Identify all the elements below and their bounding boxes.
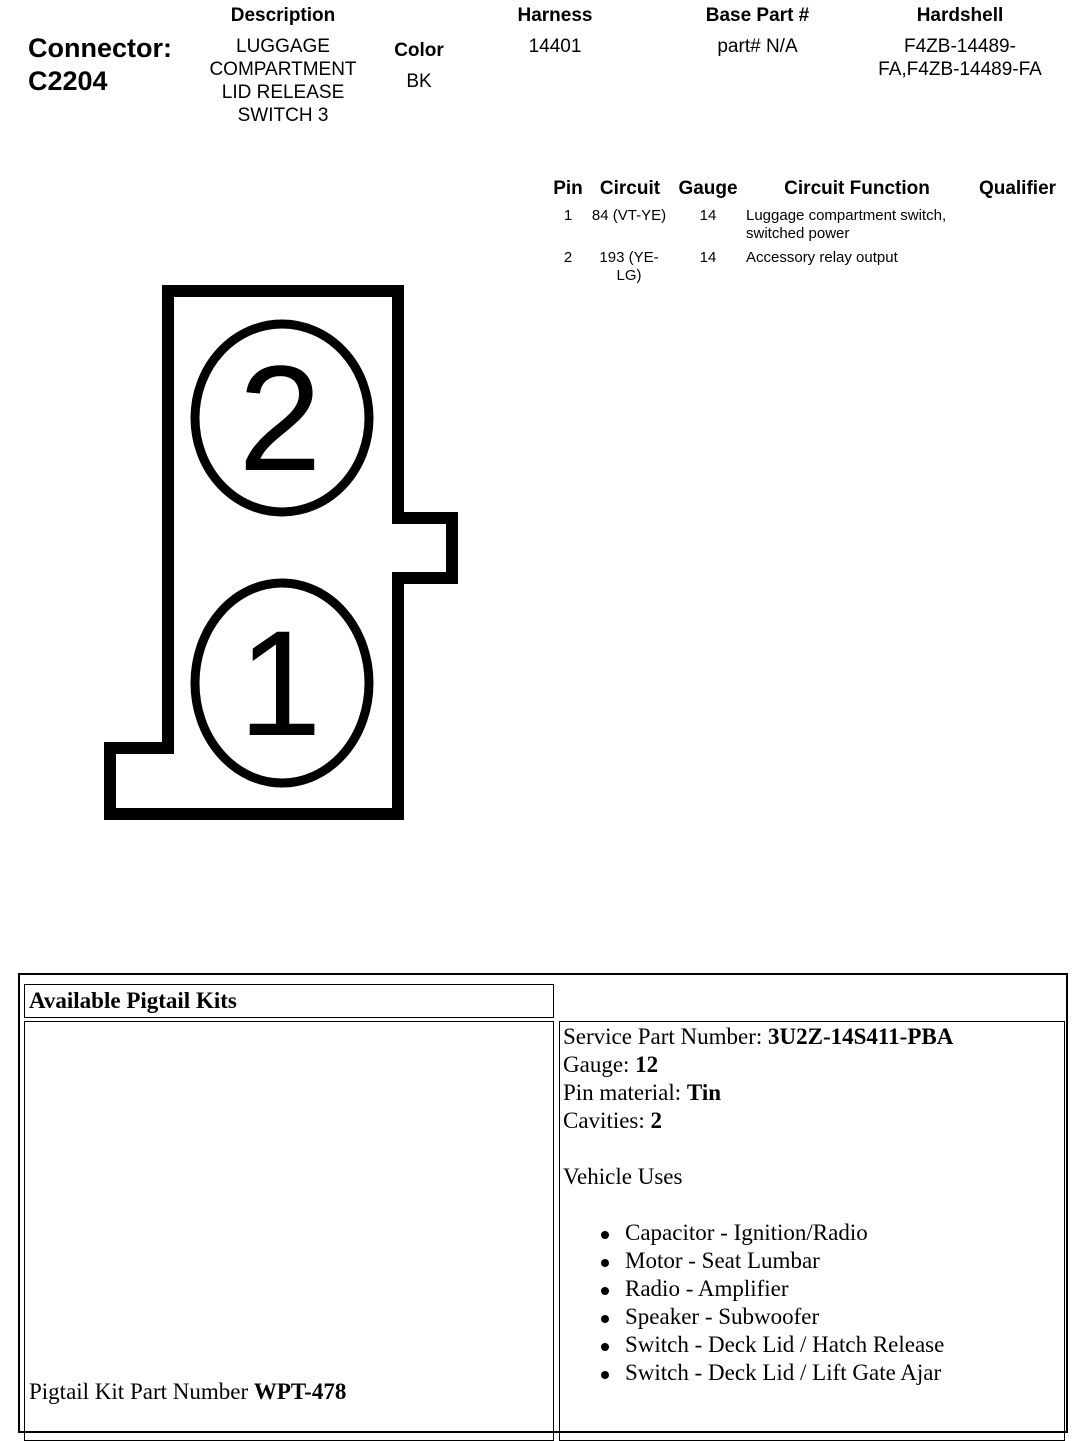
pin-function: Luggage compartment switch, switched pow… xyxy=(746,207,968,243)
gauge-col-header: Gauge xyxy=(678,178,738,199)
description-header: Description xyxy=(230,5,336,26)
pin-gauge: 14 xyxy=(699,249,717,266)
pin-gauge: 14 xyxy=(699,207,717,224)
bullet-icon xyxy=(601,1287,609,1295)
service-part-label: Service Part Number: xyxy=(563,1024,769,1049)
cavities-value: 2 xyxy=(650,1108,663,1133)
vehicle-use-item: Motor - Seat Lumbar xyxy=(563,1247,953,1275)
harness-value: 14401 xyxy=(528,36,582,57)
vehicle-use-item: Switch - Deck Lid / Hatch Release xyxy=(563,1331,953,1359)
vehicle-use-item: Radio - Amplifier xyxy=(563,1275,953,1303)
pigtail-details: Service Part Number: 3U2Z-14S411-PBA Gau… xyxy=(563,1023,953,1387)
pin-function-line: Accessory relay output xyxy=(746,249,898,266)
pin-number: 1 xyxy=(563,207,573,224)
pin-circuit: 84 (VT-YE) xyxy=(586,207,672,225)
service-part-value: 3U2Z-14S411-PBA xyxy=(768,1024,954,1049)
description-value: LUGGAGE COMPARTMENT LID RELEASE SWITCH 3 xyxy=(183,35,383,127)
pin-function: Accessory relay output xyxy=(746,249,968,267)
bullet-icon xyxy=(601,1371,609,1379)
service-part-number: Service Part Number: 3U2Z-14S411-PBA xyxy=(563,1023,953,1051)
pigtail-kit-part-number: Pigtail Kit Part Number WPT-478 xyxy=(29,1378,346,1406)
connector-outline xyxy=(104,285,458,820)
color-value: BK xyxy=(406,71,432,92)
qualifier-col-header: Qualifier xyxy=(978,178,1057,199)
gauge-value: 12 xyxy=(635,1052,659,1077)
pigtail-kit-part-label: Pigtail Kit Part Number xyxy=(29,1379,254,1404)
connector-label: Connector: C2204 xyxy=(28,32,172,98)
pin-material-row: Pin material: Tin xyxy=(563,1079,953,1107)
pin-number: 2 xyxy=(563,249,573,266)
hardshell-line: F4ZB-14489- xyxy=(904,36,1016,57)
vehicle-use-item: Speaker - Subwoofer xyxy=(563,1303,953,1331)
pin-circuit-line: 193 (YE- xyxy=(599,249,659,266)
pin-function-line: Luggage compartment switch, xyxy=(746,207,947,224)
bullet-icon xyxy=(601,1315,609,1323)
hardshell-header: Hardshell xyxy=(916,5,1004,26)
description-line: LID RELEASE xyxy=(221,82,345,103)
pigtail-title-cell: Available Pigtail Kits xyxy=(24,984,554,1018)
cavity-2-outline xyxy=(190,319,374,517)
bullet-icon xyxy=(601,1231,609,1239)
gauge-row: Gauge: 12 xyxy=(563,1051,953,1079)
connector-id: C2204 xyxy=(28,66,108,96)
pin-material-label: Pin material: xyxy=(563,1080,687,1105)
vehicle-use-item: Capacitor - Ignition/Radio xyxy=(563,1219,953,1247)
vehicle-use-item: Switch - Deck Lid / Lift Gate Ajar xyxy=(563,1359,953,1387)
cavity-1-label: 1 xyxy=(238,599,321,767)
description-line: LUGGAGE xyxy=(236,36,330,57)
pin-circuit-line: 84 (VT-YE) xyxy=(591,207,667,224)
cavities-label: Cavities: xyxy=(563,1108,651,1133)
pigtail-kit-part-value: WPT-478 xyxy=(253,1379,347,1404)
pigtail-details-cell: Service Part Number: 3U2Z-14S411-PBA Gau… xyxy=(559,1021,1065,1441)
pigtail-kits-panel: Available Pigtail Kits Pigtail Kit Part … xyxy=(18,973,1068,1441)
description-line: COMPARTMENT xyxy=(209,59,357,80)
function-col-header: Circuit Function xyxy=(784,178,930,199)
base-part-header: Base Part # xyxy=(705,5,810,26)
pigtail-kit-cell: Pigtail Kit Part Number WPT-478 xyxy=(24,1021,554,1441)
pin-circuit: 193 (YE- LG) xyxy=(586,249,672,285)
cavities-row: Cavities: 2 xyxy=(563,1107,953,1135)
pigtail-title: Available Pigtail Kits xyxy=(29,988,237,1013)
pin-circuit-line: LG) xyxy=(616,267,642,284)
pin-material-value: Tin xyxy=(686,1080,722,1105)
description-line: SWITCH 3 xyxy=(237,105,329,126)
pin-col-header: Pin xyxy=(553,178,583,199)
circuit-col-header: Circuit xyxy=(599,178,661,199)
cavity-2-label: 2 xyxy=(238,334,321,502)
cavity-1-outline xyxy=(190,578,374,788)
hardshell-line: FA,F4ZB-14489-FA xyxy=(878,59,1042,80)
vehicle-uses-label: Vehicle Uses xyxy=(563,1164,683,1189)
hardshell-value: F4ZB-14489- FA,F4ZB-14489-FA xyxy=(850,35,1070,81)
color-header: Color xyxy=(394,40,444,61)
pin-function-line: switched power xyxy=(746,225,850,242)
connector-label-title: Connector: xyxy=(28,33,172,63)
base-part-value: part# N/A xyxy=(717,36,798,57)
gauge-label: Gauge: xyxy=(563,1052,636,1077)
connector-face-diagram: 2 1 xyxy=(104,285,458,820)
bullet-icon xyxy=(601,1343,609,1351)
bullet-icon xyxy=(601,1259,609,1267)
vehicle-uses-list: Capacitor - Ignition/Radio Motor - Seat … xyxy=(563,1219,953,1387)
harness-header: Harness xyxy=(517,5,593,26)
